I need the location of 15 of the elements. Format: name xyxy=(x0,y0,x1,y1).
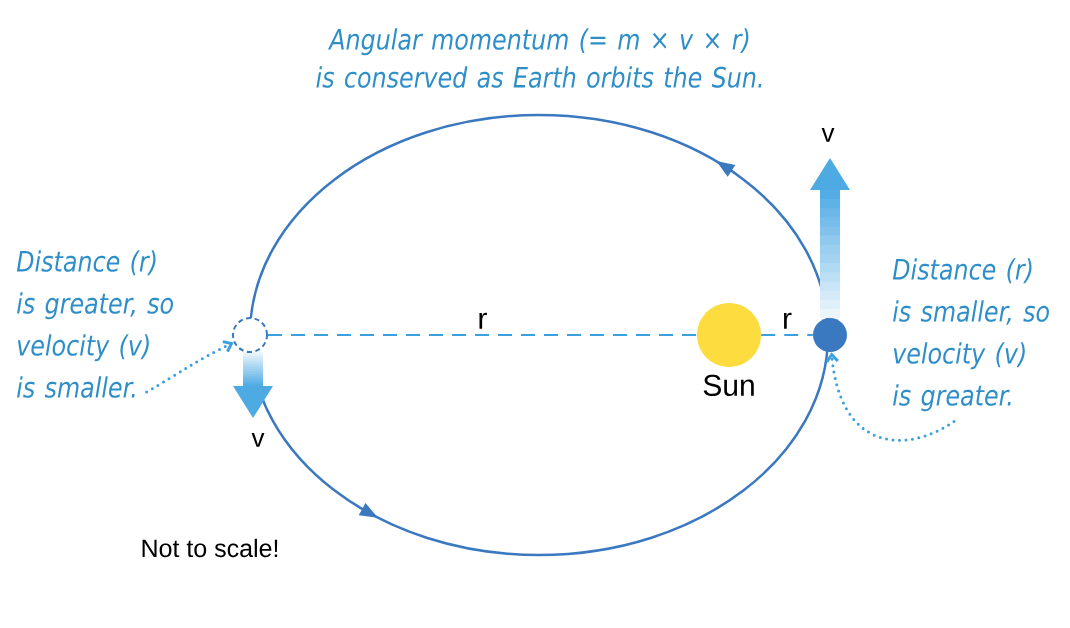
edge-label: r xyxy=(479,312,487,329)
radius-line xyxy=(760,334,814,336)
velocity-label: v xyxy=(821,128,835,142)
leader-line xyxy=(825,352,956,442)
edge-label: r xyxy=(784,312,792,329)
orbit-position-circle xyxy=(232,317,268,353)
leader-line xyxy=(145,340,234,394)
callout-text: Distance (r) is greater, so velocity (v) is smaller. xyxy=(16,250,173,398)
sun-label: Sun xyxy=(703,374,754,396)
callout-text: Distance (r) is smaller, so velocity (v) is greater. xyxy=(892,258,1049,412)
velocity-label: v xyxy=(251,433,265,447)
radius-line xyxy=(267,334,698,336)
note: Not to scale! xyxy=(142,538,278,558)
title: Angular momentum (= m × v × r) is conserved as Earth orbits the Sun. xyxy=(316,28,762,88)
earth-circle xyxy=(813,318,847,352)
